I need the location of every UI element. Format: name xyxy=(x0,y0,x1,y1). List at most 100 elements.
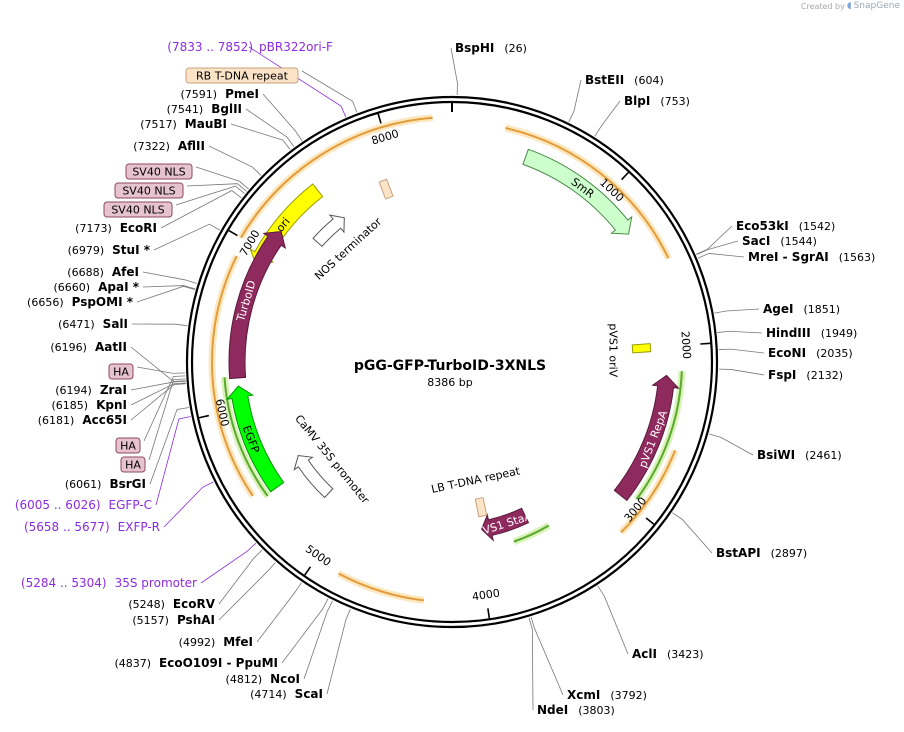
boxed-label-bg xyxy=(185,67,299,84)
tick-mark xyxy=(700,342,711,345)
primer-name: 35S promoter xyxy=(115,576,197,590)
boxed-label-bg xyxy=(125,163,193,180)
boxed-label: HA xyxy=(113,366,129,379)
leader-line xyxy=(326,608,351,695)
site-name: AatII xyxy=(95,340,127,354)
cds-arc xyxy=(513,524,550,543)
site-name: BlpI xyxy=(624,94,650,108)
feature-pvs1-repa xyxy=(613,374,680,502)
site-position: (7322) xyxy=(133,140,170,153)
site-name: XcmI xyxy=(567,688,600,702)
site-position: (6185) xyxy=(52,399,89,412)
cds-arc xyxy=(635,371,683,500)
leader-line xyxy=(256,582,302,643)
feature-egfp xyxy=(225,385,285,493)
leader-line xyxy=(208,145,262,176)
site-name: PshAI xyxy=(177,613,215,627)
tdna-arc xyxy=(211,255,254,497)
leader-line xyxy=(708,433,754,456)
leader-line xyxy=(195,166,249,190)
leader-line xyxy=(218,549,263,605)
site-position: (3803) xyxy=(578,704,615,717)
feature-label: NOS terminator xyxy=(312,215,384,283)
tick-mark xyxy=(377,113,382,124)
site-name: SalI xyxy=(103,317,128,331)
leader-line xyxy=(450,47,458,96)
site-position: (6194) xyxy=(55,384,92,397)
site-position: (6181) xyxy=(38,414,75,427)
leader-line xyxy=(528,617,534,711)
leader-line xyxy=(186,183,247,192)
tick-mark xyxy=(621,171,629,181)
leader-line xyxy=(142,285,196,290)
tdna-arc xyxy=(338,572,424,602)
tick-mark xyxy=(645,517,655,525)
leader-line xyxy=(718,368,765,376)
site-name: MfeI xyxy=(223,635,253,649)
site-position: (1949) xyxy=(821,327,858,340)
primer-position: (6005 .. 6026) xyxy=(15,498,101,512)
leader-line xyxy=(594,100,621,137)
leader-line xyxy=(130,380,186,391)
leader-line xyxy=(155,416,191,506)
site-name: Eco53kI xyxy=(736,219,789,233)
primer-name: EXFP-R xyxy=(118,520,160,534)
tdna-arc xyxy=(240,116,433,239)
site-name: ScaI xyxy=(295,687,323,701)
site-position: (7173) xyxy=(75,222,112,235)
site-position: (1851) xyxy=(803,303,840,316)
leader-line xyxy=(717,330,763,334)
leader-line xyxy=(696,240,739,255)
site-name: BspHI xyxy=(455,41,494,55)
tdna-arc xyxy=(505,127,670,259)
site-name: ApaI * xyxy=(98,280,140,294)
site-name: BsiWI xyxy=(757,448,795,462)
feature-label: LB T-DNA repeat xyxy=(430,464,522,496)
site-position: (1542) xyxy=(799,220,836,233)
site-position: (753) xyxy=(660,95,690,108)
leader-line xyxy=(303,600,333,680)
boxed-label: HA xyxy=(120,440,136,453)
site-position: (6660) xyxy=(54,281,91,294)
feature-box xyxy=(378,178,394,200)
site-name: MreI - SgrAI xyxy=(748,250,829,264)
site-position: (7517) xyxy=(140,118,177,131)
feature-outline xyxy=(312,214,345,248)
primer-position: (5658 .. 5677) xyxy=(24,520,110,534)
site-position: (5248) xyxy=(128,598,165,611)
site-position: (2132) xyxy=(806,369,843,382)
boxed-label-bg xyxy=(103,201,173,218)
site-name: EcoRI xyxy=(120,221,157,235)
site-name: BstAPI xyxy=(716,546,761,560)
credit-text: Created by xyxy=(800,1,845,11)
leader-line xyxy=(568,79,582,123)
feature-turboid xyxy=(228,230,287,380)
boxed-label: SV40 NLS xyxy=(122,185,175,198)
leader-line xyxy=(672,512,713,554)
site-position: (4812) xyxy=(226,673,263,686)
site-position: (6656) xyxy=(27,296,64,309)
leader-line xyxy=(142,271,197,284)
leader-line xyxy=(301,70,358,113)
tick-mark xyxy=(487,608,491,619)
site-name: AgeI xyxy=(763,302,793,316)
site-position: (7591) xyxy=(181,88,218,101)
site-position: (2897) xyxy=(771,547,808,560)
tick-mark xyxy=(228,229,238,237)
leader-line xyxy=(245,108,295,147)
site-name: AclI xyxy=(632,647,657,661)
tick-mark xyxy=(304,566,312,576)
site-name: NdeI xyxy=(537,703,568,717)
leader-line xyxy=(149,407,189,485)
site-position: (7541) xyxy=(167,103,204,116)
site-name: EcoRV xyxy=(173,597,216,611)
boxed-label-bg xyxy=(120,456,146,473)
plasmid-length: 8386 bp xyxy=(427,376,472,389)
plasmid-name: pGG-GFP-TurboID-3XNLS xyxy=(354,358,546,374)
site-labels: BspHI(26)BstEII(604)BlpI(753)Eco53kI(154… xyxy=(15,40,875,717)
boxed-label: RB T-DNA repeat xyxy=(196,70,289,83)
site-position: (4714) xyxy=(250,688,287,701)
boxed-label-bg xyxy=(108,363,134,380)
leader-line xyxy=(597,585,629,655)
